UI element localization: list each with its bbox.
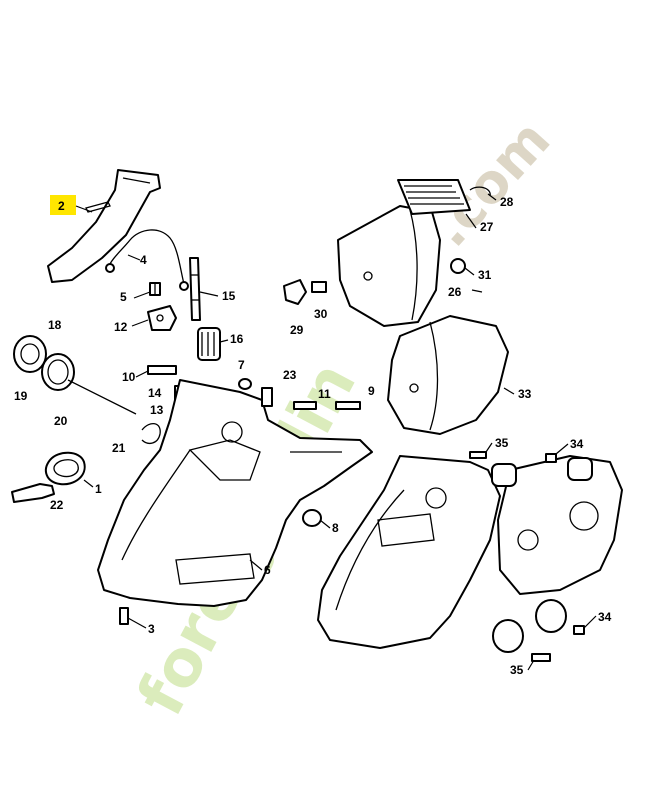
callout-19: 19 <box>14 389 28 403</box>
part-strap <box>67 379 137 415</box>
part-fuel-filter <box>197 327 221 361</box>
callout-16: 16 <box>230 332 244 346</box>
callout-23: 23 <box>283 368 297 382</box>
callout-22: 22 <box>50 498 64 512</box>
part-housing-left <box>97 379 373 607</box>
part-cover-26 <box>337 205 441 327</box>
callout-15: 15 <box>222 289 236 303</box>
callout-26: 26 <box>448 285 462 299</box>
callout-9: 9 <box>368 384 375 398</box>
part-buffer-lower-left <box>492 619 524 653</box>
part-tank-cap <box>13 335 47 373</box>
part-screw-5 <box>149 282 161 296</box>
callout-5: 5 <box>120 290 127 304</box>
part-pin-10 <box>147 365 177 375</box>
callout-4: 4 <box>140 253 147 267</box>
callout-35-top: 35 <box>495 436 509 450</box>
part-bolt-22 <box>11 483 55 503</box>
part-nut-30 <box>311 281 327 293</box>
part-buffer-upper-right <box>567 457 593 481</box>
callout-21: 21 <box>112 441 126 455</box>
callout-10: 10 <box>122 370 136 384</box>
part-fuel-hose <box>189 257 201 321</box>
part-crankcase <box>497 455 623 595</box>
part-housing-right <box>317 455 501 649</box>
callout-2: 2 <box>58 199 65 213</box>
part-filter-27 <box>397 179 471 215</box>
callout-3: 3 <box>148 622 155 636</box>
callout-35-bottom: 35 <box>510 663 524 677</box>
highlight-box <box>50 195 76 215</box>
callout-27: 27 <box>480 220 494 234</box>
callout-1: 1 <box>95 482 102 496</box>
part-seal-ring <box>41 353 75 391</box>
callout-18: 18 <box>48 318 62 332</box>
callout-29: 29 <box>290 323 304 337</box>
part-gasket <box>44 451 86 486</box>
callout-31: 31 <box>478 268 492 282</box>
callout-13: 13 <box>150 403 164 417</box>
callout-8: 8 <box>332 521 339 535</box>
leader-lines <box>127 193 597 671</box>
part-buffer-upper-left <box>491 463 517 487</box>
callout-34-top: 34 <box>570 437 584 451</box>
part-buffer-lower-right <box>535 599 567 633</box>
part-pin-28 <box>469 186 491 197</box>
part-wire <box>105 229 189 291</box>
callout-28: 28 <box>500 195 514 209</box>
part-shroud-33 <box>387 315 509 435</box>
callout-7: 7 <box>238 358 245 372</box>
callout-33: 33 <box>518 387 532 401</box>
callout-30: 30 <box>314 307 328 321</box>
callout-12: 12 <box>114 320 128 334</box>
part-knob-29 <box>283 279 307 305</box>
callout-6: 6 <box>264 563 271 577</box>
part-nut-31 <box>450 258 466 274</box>
callout-34-bottom: 34 <box>598 610 612 624</box>
part-clip <box>141 423 161 445</box>
callout-14: 14 <box>148 386 162 400</box>
callout-20: 20 <box>54 414 68 428</box>
callout-11: 11 <box>318 387 331 401</box>
part-bracket-12 <box>147 305 177 331</box>
